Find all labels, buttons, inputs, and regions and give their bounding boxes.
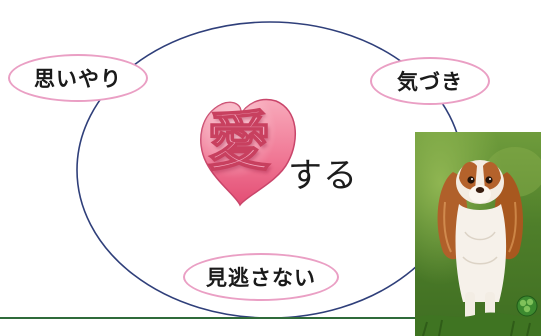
node-minogasanai-label: 見逃さない xyxy=(206,266,316,290)
node-kizuki: 気づき xyxy=(370,57,490,105)
dog-photo xyxy=(415,132,541,336)
node-omoiyari: 思いやり xyxy=(8,54,148,102)
dog-photo-image xyxy=(415,132,541,336)
clover-logo-icon xyxy=(516,295,538,317)
center-kanji: 愛 xyxy=(206,104,272,181)
node-minogasanai: 見逃さない xyxy=(183,253,339,301)
heart-icon xyxy=(200,98,296,207)
node-kizuki-label: 気づき xyxy=(397,70,463,94)
center-suffix: する xyxy=(288,156,358,196)
node-omoiyari-label: 思いやり xyxy=(34,67,122,91)
